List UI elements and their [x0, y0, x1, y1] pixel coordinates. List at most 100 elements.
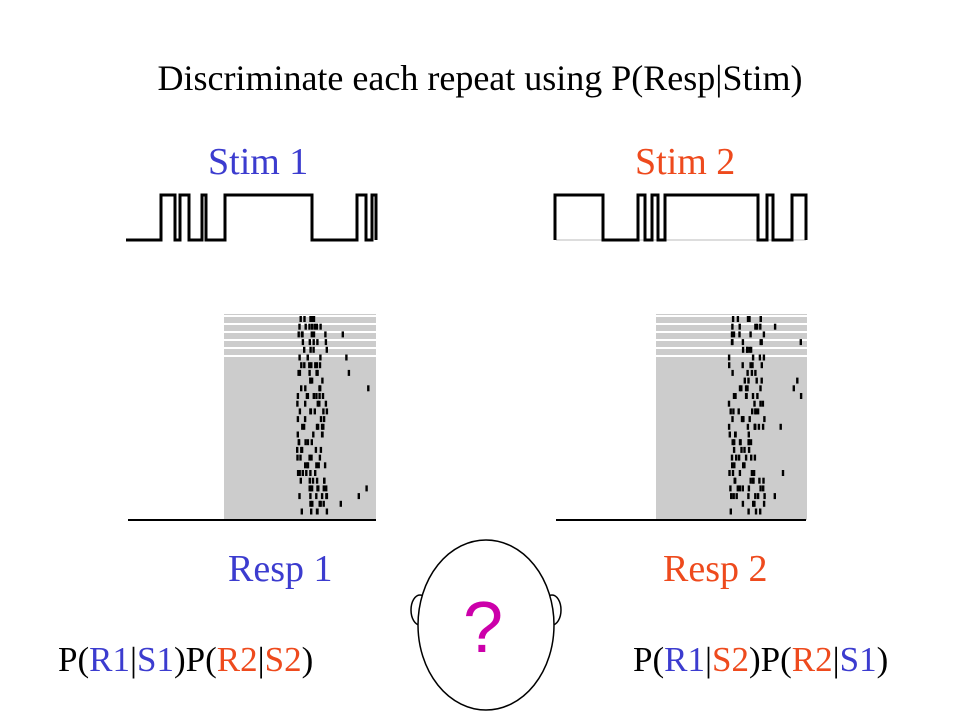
raster-spike: [751, 408, 754, 415]
raster-spike: [753, 500, 756, 507]
raster-spike: [315, 369, 318, 376]
resp1-label: Resp 1: [228, 548, 333, 590]
raster-spike: [314, 470, 317, 476]
raster-spike: [317, 485, 320, 492]
raster-spike: [729, 485, 732, 492]
formula-part: )P(: [173, 640, 217, 679]
raster-spike: [299, 316, 302, 322]
raster-spike: [319, 416, 323, 423]
raster-spike: [310, 331, 313, 338]
raster-spike: [309, 500, 312, 507]
formula-part: S2: [712, 640, 749, 679]
formula-part: |: [832, 640, 840, 679]
right-formula: P(R1|S2)P(R2|S1): [633, 642, 888, 677]
raster-spike: [322, 500, 325, 507]
raster-spike: [322, 485, 325, 492]
raster-spike: [319, 446, 323, 453]
raster-spike: [296, 446, 299, 453]
raster-spike: [750, 470, 754, 476]
raster-spike: [315, 362, 318, 369]
raster-spike: [312, 316, 316, 322]
raster-spike: [751, 362, 754, 369]
raster-spike: [319, 500, 322, 507]
raster-spike: [752, 470, 756, 476]
raster-spike: [318, 400, 321, 407]
raster-spike: [749, 477, 752, 484]
raster-spike: [747, 377, 750, 384]
raster-spike: [347, 369, 351, 376]
raster-spike: [322, 408, 325, 415]
raster-spike: [737, 408, 740, 415]
raster-spike: [730, 454, 734, 461]
formula-part: R1: [664, 640, 705, 679]
raster-spike: [299, 454, 302, 461]
raster-spike: [312, 393, 315, 399]
stim1-waveform: [126, 193, 378, 242]
raster-spike: [736, 485, 739, 492]
raster-spike: [749, 331, 752, 338]
resp2-spikes: [727, 316, 803, 515]
raster-spike: [312, 331, 316, 338]
raster-spike: [750, 454, 753, 461]
raster-spike: [314, 446, 318, 453]
raster-spike: [738, 331, 741, 338]
raster-spike: [758, 354, 762, 361]
raster-spike: [310, 377, 314, 384]
raster-spike: [731, 462, 734, 469]
raster-spike: [301, 423, 304, 430]
raster-spike: [756, 408, 760, 415]
raster-spike: [312, 431, 315, 438]
raster-spike: [345, 354, 348, 361]
raster-spike: [792, 385, 795, 392]
formula-part: |: [704, 640, 712, 679]
raster-spike: [296, 393, 300, 399]
raster-spike: [762, 331, 766, 338]
formula-part: S1: [839, 640, 877, 679]
raster-spike: [739, 439, 742, 446]
raster-spike: [298, 354, 301, 361]
raster-spike: [751, 393, 755, 399]
raster-spike: [732, 331, 736, 338]
raster-spike: [313, 323, 317, 330]
raster-spike: [755, 323, 759, 330]
raster-spike: [731, 470, 735, 476]
raster-spike: [763, 416, 766, 423]
raster-spike: [311, 316, 314, 322]
raster-spike: [762, 354, 766, 361]
raster-spike: [308, 369, 311, 376]
raster-spike: [751, 354, 755, 361]
raster-spike: [749, 362, 752, 369]
raster-spike: [316, 339, 319, 346]
raster-spike: [320, 493, 324, 500]
raster-spike: [303, 416, 307, 423]
raster-spike: [309, 316, 312, 322]
stim2-label: Stim 2: [635, 141, 736, 183]
raster-spike: [310, 454, 313, 461]
raster-spike: [754, 493, 757, 500]
raster-spike: [315, 323, 319, 330]
raster-spike: [757, 423, 761, 430]
resp1-spikes: [296, 316, 370, 515]
raster-spike: [773, 493, 776, 500]
raster-spike: [317, 462, 320, 469]
raster-spike: [321, 393, 325, 399]
raster-spike: [754, 508, 758, 515]
raster-spike: [298, 323, 301, 330]
raster-spike: [341, 331, 344, 338]
raster-spike: [298, 408, 302, 415]
raster-spike: [309, 470, 312, 476]
raster-spike: [304, 385, 307, 392]
raster-spike: [728, 362, 731, 369]
raster-spike: [367, 385, 370, 392]
raster-spike: [301, 339, 305, 346]
raster-spike: [738, 485, 742, 492]
raster-spike: [308, 362, 311, 369]
raster-spike: [748, 346, 751, 353]
raster-spike: [315, 393, 318, 399]
raster-spike: [799, 393, 803, 399]
raster-spike: [727, 354, 731, 361]
raster-spike: [296, 454, 299, 461]
raster-spike: [746, 346, 749, 353]
raster-spike: [300, 362, 303, 369]
raster-spike: [302, 423, 306, 430]
